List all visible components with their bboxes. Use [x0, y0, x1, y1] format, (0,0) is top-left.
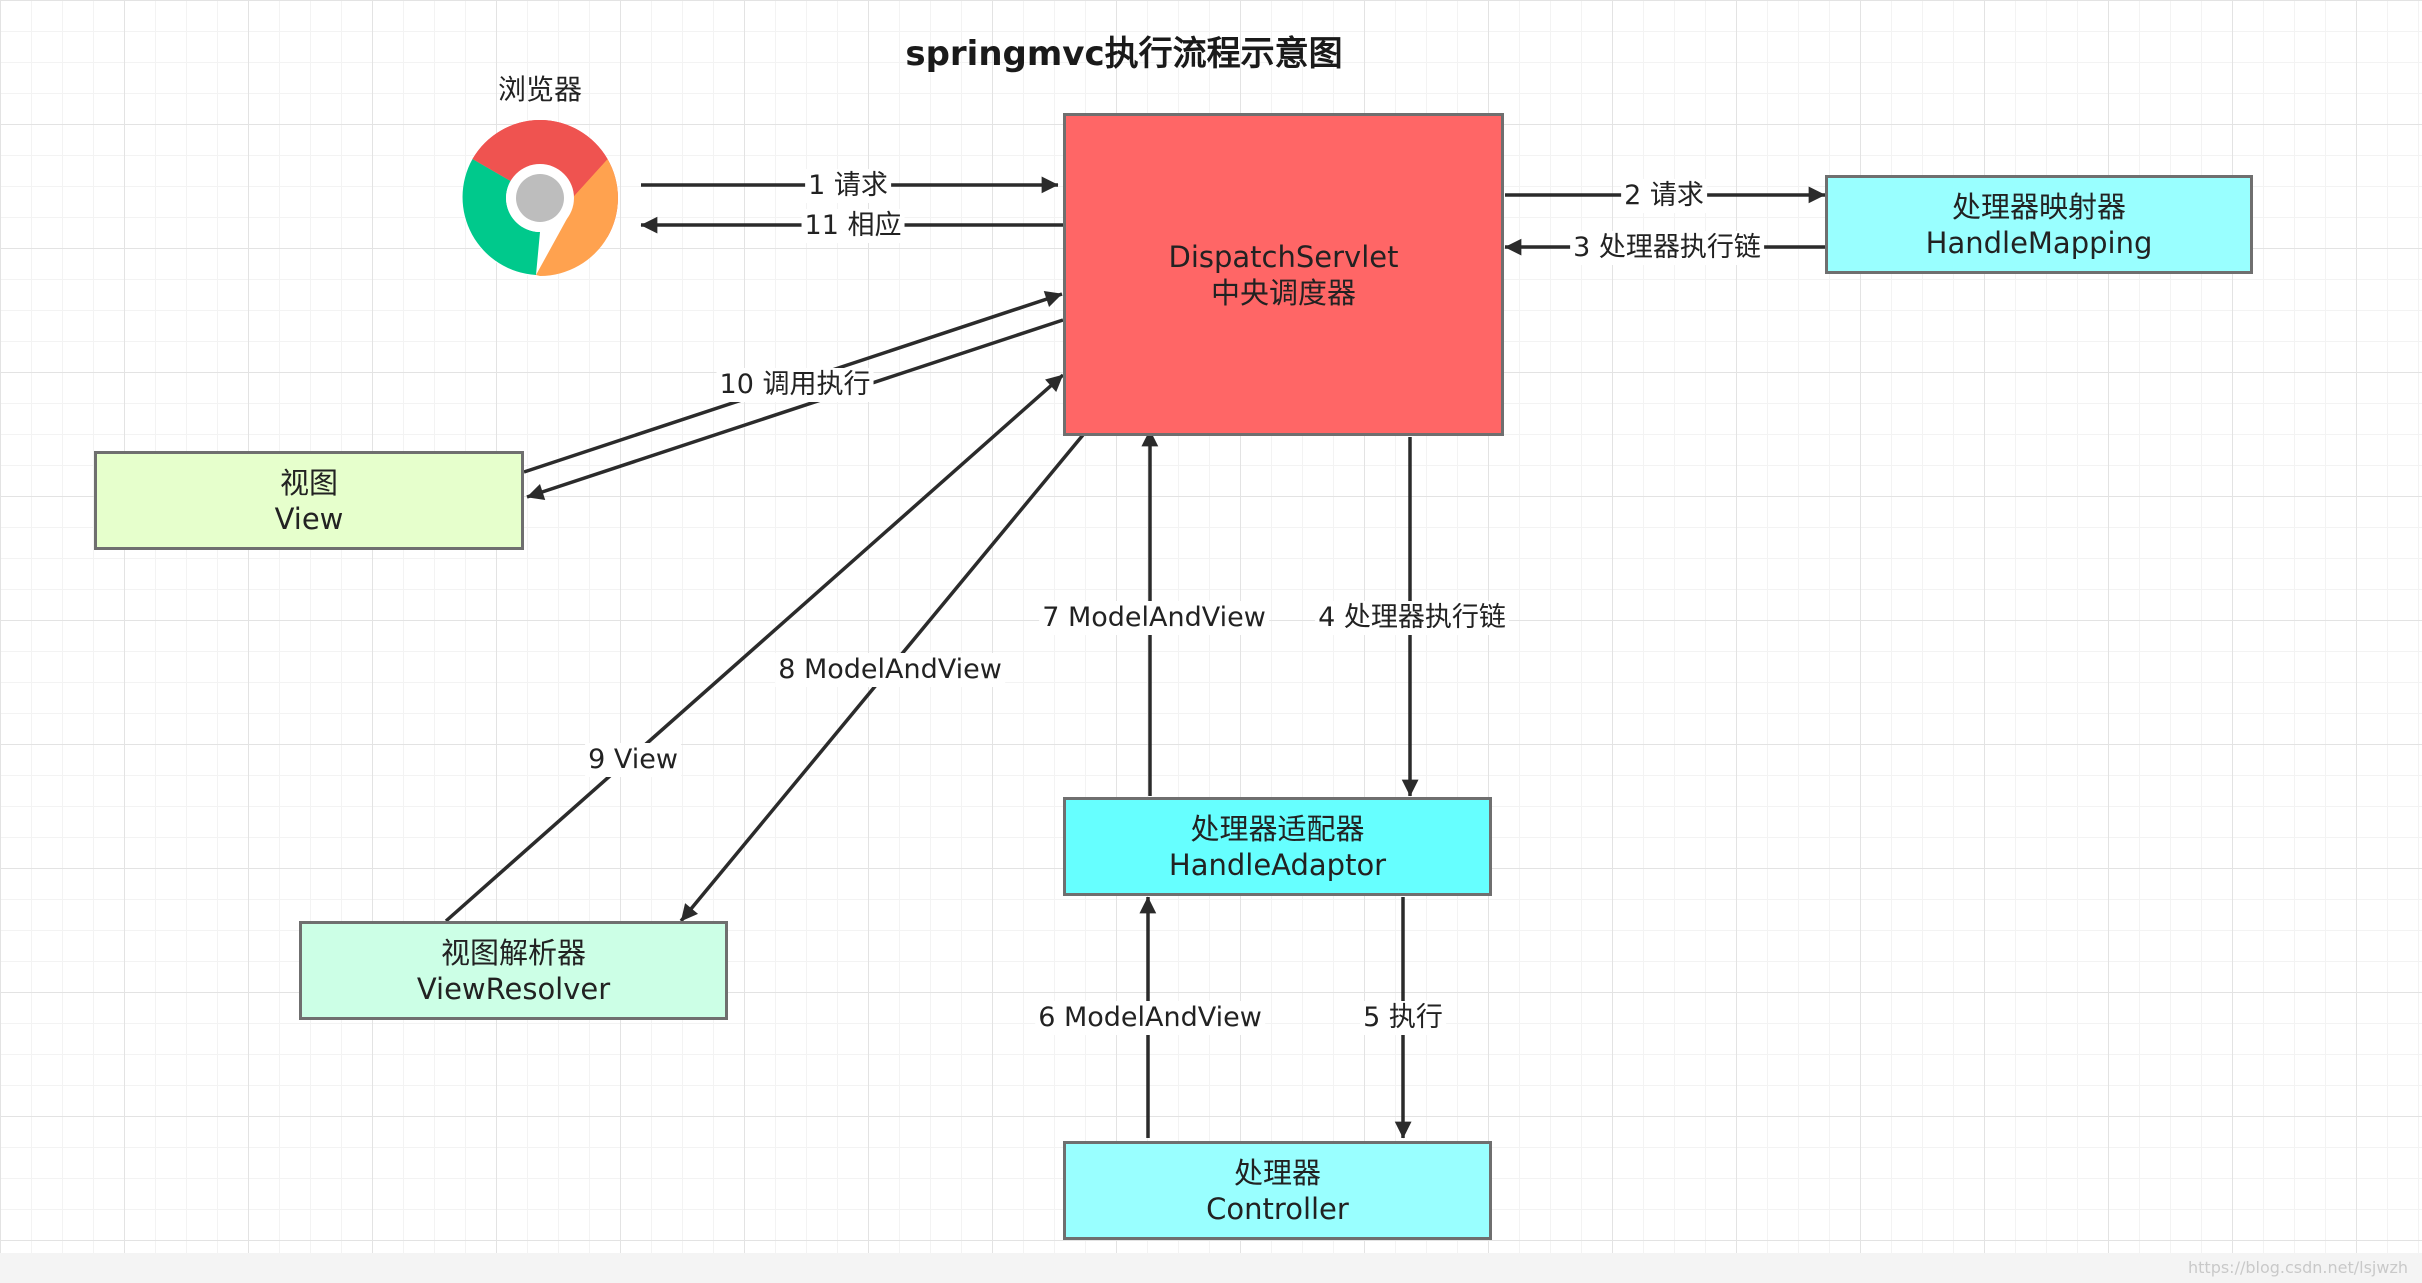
handler-adaptor-name: HandleAdaptor [1168, 847, 1387, 882]
handler-mapping-node: 处理器映射器 HandleMapping [1825, 175, 2253, 274]
edge-label-5: 5 执行 [1360, 1001, 1446, 1035]
edge-label-1: 1 请求 [805, 169, 891, 203]
controller-name: Controller [1206, 1191, 1349, 1226]
edge-label-2: 2 请求 [1621, 179, 1707, 213]
edge-label-4: 4 处理器执行链 [1315, 601, 1509, 635]
handler-adaptor-node: 处理器适配器 HandleAdaptor [1063, 797, 1492, 896]
page-title: springmvc执行流程示意图 [905, 34, 1343, 74]
edge-label-10: 10 调用执行 [716, 368, 874, 402]
view-resolver-name: ViewResolver [416, 971, 611, 1006]
watermark: https://blog.csdn.net/lsjwzh [2188, 1258, 2408, 1277]
view-resolver-cn-name: 视图解析器 [440, 935, 586, 970]
view-node: 视图 View [94, 451, 524, 550]
edge-label-8: 8 ModelAndView [775, 653, 1005, 687]
footer-bar: https://blog.csdn.net/lsjwzh [0, 1253, 2422, 1283]
view-cn-name: 视图 [279, 465, 338, 500]
view-name: View [274, 501, 344, 536]
edge-label-6: 6 ModelAndView [1035, 1001, 1265, 1035]
edge-label-9: 9 View [585, 743, 681, 777]
dispatcher-cn-name: 中央调度器 [1210, 275, 1356, 310]
dispatcher-servlet-node: DispatchServlet 中央调度器 [1063, 113, 1504, 436]
browser-label: 浏览器 [497, 73, 583, 106]
edge-label-11: 11 相应 [801, 209, 905, 243]
dispatcher-name: DispatchServlet [1168, 239, 1399, 274]
controller-cn-name: 处理器 [1233, 1155, 1321, 1190]
edge-10-return [526, 318, 1064, 500]
handler-mapping-name: HandleMapping [1925, 225, 2153, 260]
edge-label-7: 7 ModelAndView [1039, 601, 1269, 635]
controller-node: 处理器 Controller [1063, 1141, 1492, 1240]
handler-adaptor-cn-name: 处理器适配器 [1190, 811, 1365, 846]
edge-label-3: 3 处理器执行链 [1570, 231, 1764, 265]
edge-9-view [444, 373, 1065, 923]
view-resolver-node: 视图解析器 ViewResolver [299, 921, 728, 1020]
chrome-browser-icon [462, 120, 618, 276]
handler-mapping-cn-name: 处理器映射器 [1951, 189, 2126, 224]
